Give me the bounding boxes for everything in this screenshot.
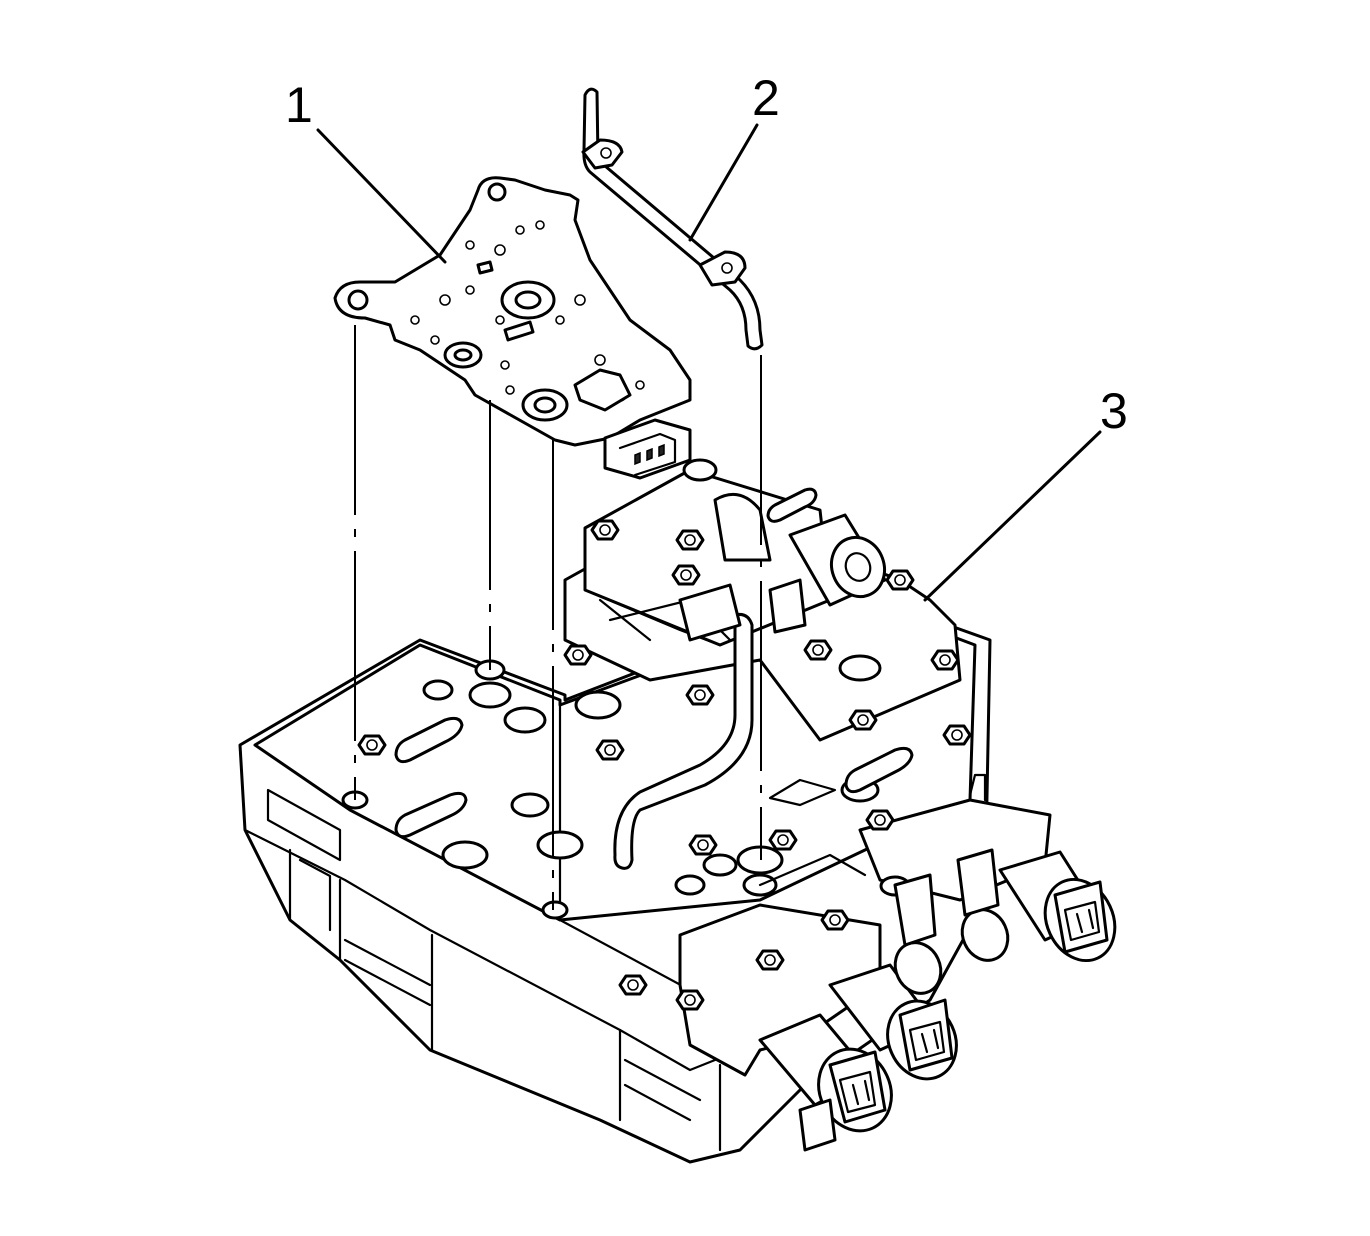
shift-solenoid-plugs [893,848,1010,995]
connector-pins [634,443,665,466]
plate-small-holes [410,220,645,402]
plate-boss-hole [453,348,473,362]
clip-hole [721,262,733,274]
front-solenoid-right [998,850,1117,963]
alignment-lines [354,325,762,910]
mount-hole [487,182,507,202]
mount-hole [347,289,369,311]
deck-marking [768,778,837,807]
callout-label: 2 [752,70,780,126]
callout-2: 2 [688,70,780,242]
solenoid-bracket-plate [333,176,692,480]
bracket-edge [758,853,867,887]
tube-connector-block [678,583,742,642]
plate-boss-hole [533,396,557,414]
front-solenoid-left [758,1013,893,1133]
callout-3: 3 [923,383,1128,602]
bracket-pin [968,773,987,802]
harness-tube-body [582,87,764,351]
upper-pressure-solenoid [713,492,887,634]
callout-label: 3 [1100,383,1128,439]
callouts: 1 2 3 [285,70,1128,602]
casting-step [266,788,342,862]
plate-recess [573,368,632,412]
casting-edge-line [243,828,742,1072]
callout-leader-line [688,123,759,242]
deck-harness-tube [613,613,754,870]
valve-body-assembly [238,458,1117,1164]
casting-rib [288,848,332,932]
callout-leader-line [923,430,1102,602]
callout-leader-line [316,128,447,264]
connector-face [618,432,677,477]
plate-slot [503,320,535,342]
lower-connector-tab [798,1098,837,1152]
front-solenoid-middle [828,963,958,1081]
cover-edge [583,588,722,647]
callout-1: 1 [285,77,447,264]
callout-label: 1 [285,77,313,133]
deck-bores [341,458,911,920]
tube-clip-top [581,138,624,170]
casting-rib [623,1058,702,1122]
casting-rib [343,938,432,1007]
plate-boss-hole [514,290,542,310]
wiring-harness-tube [581,87,764,351]
clip-hole [600,147,612,159]
deck-slots [394,487,914,839]
plate-slot [476,260,494,275]
hex-bolts [357,519,972,1011]
